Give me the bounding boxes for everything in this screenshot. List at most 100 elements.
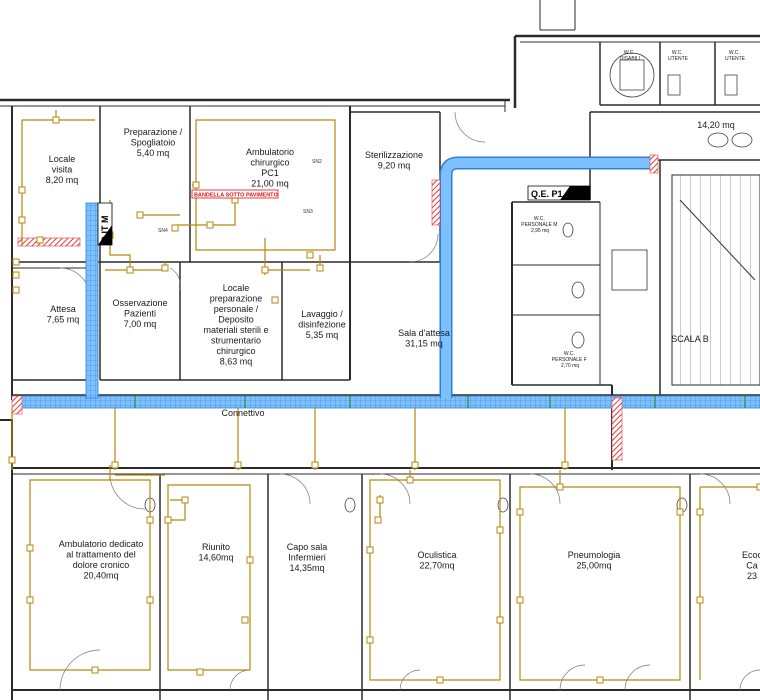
panel-qe-p1-label: Q.E. P1	[531, 189, 563, 199]
room-label-line: Locale	[49, 154, 76, 164]
outlet-icon	[496, 526, 504, 534]
outlet-icon	[516, 596, 524, 604]
room-label-line: 14,60mq	[198, 553, 233, 563]
panel-qe-p1[interactable]: Q.E. P1	[527, 185, 591, 201]
room-label-line: strumentario	[211, 336, 261, 346]
room-label-line: 25,00mq	[576, 561, 611, 571]
wc-personale-f-label: W.C. PERSONALE F 2,70 mq	[552, 351, 588, 369]
panel-qit-m[interactable]: Q.IT M	[97, 202, 113, 246]
wc-utente-2-label: W.C. UTENTE	[725, 50, 746, 62]
outlet-icon	[436, 676, 444, 684]
room-label-line: personale /	[214, 304, 259, 314]
room-label-line: 20,40mq	[83, 571, 118, 581]
outlet-icon	[18, 216, 26, 224]
room-label-line: 5,35 mq	[306, 330, 339, 340]
room-label-wc-1: 14,20 mq	[697, 120, 735, 130]
outlet-icon	[146, 596, 154, 604]
wc-personale-m-label: W.C. PERSONALE M 2,95 mq	[521, 216, 559, 234]
stair-scala-b	[611, 174, 760, 386]
room-label-line: Pazienti	[124, 309, 156, 319]
room-label-line: 7,65 mq	[47, 315, 80, 325]
outlet-icon	[206, 221, 214, 229]
room-label-line: Spogliatoio	[131, 138, 176, 148]
outlet-icon	[241, 616, 249, 624]
room-label-line: 21,00 mq	[251, 179, 289, 189]
outlet-icon	[91, 666, 99, 674]
outlet-icon	[696, 596, 704, 604]
room-label-line: 23	[747, 571, 757, 581]
outlet-icon	[12, 271, 20, 279]
room-label-line: Infermieri	[288, 553, 326, 563]
outlet-icon	[596, 676, 604, 684]
outlet-icon	[406, 476, 414, 484]
outlet-icon	[26, 596, 34, 604]
wc-labels: W.C. DISABILI W.C. UTENTE W.C. UTENTE W.…	[521, 50, 745, 369]
room-label-connettivo: Connettivo	[221, 408, 264, 418]
room-label-line: Ambulatorio	[246, 147, 294, 157]
sensor-sn3: SN3	[303, 209, 313, 215]
room-label-line: Riunito	[202, 542, 230, 552]
outlet-icon	[146, 516, 154, 524]
room-label-scala-b: SCALA B	[671, 334, 709, 344]
room-label-line: Oculistica	[417, 550, 456, 560]
outlet-icon	[556, 483, 564, 491]
outlet-icon	[161, 264, 169, 272]
outlet-icon	[271, 296, 279, 304]
room-label-line: disinfezione	[298, 320, 346, 330]
outlet-icon	[164, 516, 172, 524]
outlet-icon	[756, 483, 760, 491]
duct-joints	[134, 396, 746, 408]
room-label-line: Deposito	[218, 315, 254, 325]
outlet-icon	[496, 616, 504, 624]
room-label-line: 8,63 mq	[220, 357, 253, 367]
outlet-icon	[316, 264, 324, 272]
room-label-line: Osservazione	[112, 298, 167, 308]
room-label-line: Attesa	[50, 304, 76, 314]
panel-qit-m-label: Q.IT M	[100, 216, 110, 244]
outlet-icon	[171, 224, 179, 232]
sensor-sn4: SN4	[158, 228, 168, 234]
room-label-line: Capo sala	[287, 542, 328, 552]
outlet-icon	[366, 546, 374, 554]
room-label-line: SCALA B	[671, 334, 709, 344]
room-label-line: Connettivo	[221, 408, 264, 418]
outlet-icon	[12, 286, 20, 294]
outlet-icon	[26, 544, 34, 552]
outlet-markers	[8, 116, 760, 684]
wc-disabili-label: W.C. DISABILI	[620, 50, 641, 62]
room-label-line: chirurgico	[250, 158, 289, 168]
outlet-icon	[376, 496, 384, 504]
outlet-icon	[12, 258, 20, 266]
room-label-line: Pneumologia	[568, 550, 621, 560]
room-label-line: Locale	[223, 283, 250, 293]
room-label-line: Ambulatorio dedicato	[59, 539, 144, 549]
room-label-line: PC1	[261, 168, 279, 178]
outlet-icon	[261, 266, 269, 274]
outlet-icon	[196, 668, 204, 676]
outlet-icon	[516, 508, 524, 516]
room-label-line: 31,15 mq	[405, 339, 443, 349]
room-label-line: 14,20 mq	[697, 120, 735, 130]
room-label-line: visita	[52, 165, 73, 175]
ventilation-ducts	[13, 156, 760, 409]
room-label-line: Preparazione /	[124, 127, 183, 137]
outlet-icon	[36, 236, 44, 244]
sensor-sn2: SN2	[312, 159, 322, 165]
room-label-line: Ecoc	[742, 550, 760, 560]
outlet-icon	[234, 461, 242, 469]
room-label-line: chirurgico	[216, 346, 255, 356]
outlet-icon	[136, 211, 144, 219]
room-label-line: materiali sterili e	[203, 325, 268, 335]
outlet-icon	[366, 636, 374, 644]
